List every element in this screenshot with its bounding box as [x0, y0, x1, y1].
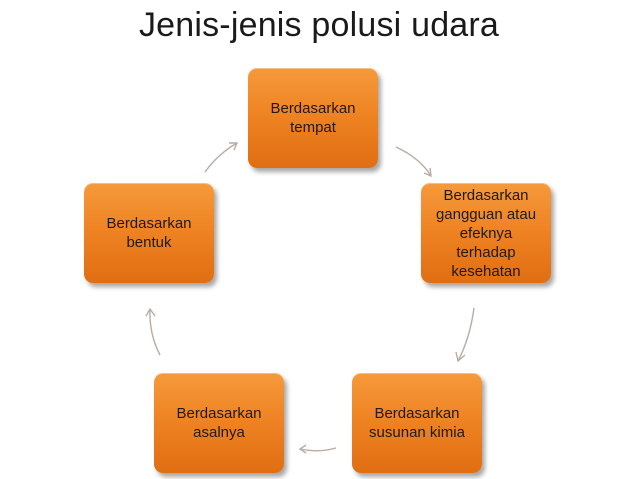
node-label: Berdasarkan asalnya: [176, 405, 262, 441]
arrow-bottom-left-to-left-head: [145, 307, 156, 317]
node-label: Berdasarkan gangguan atau efeknya terhad…: [435, 186, 537, 280]
arrow-top-to-right-head: [423, 167, 432, 178]
node-berdasarkan-asalnya: Berdasarkan asalnya: [154, 373, 284, 473]
node-berdasarkan-bentuk: Berdasarkan bentuk: [84, 183, 214, 283]
diagram-title: Jenis-jenis polusi udara: [138, 6, 500, 44]
node-berdasarkan-tempat: Berdasarkan tempat: [248, 68, 378, 168]
arrow-bottom-right-to-bottom-left: [299, 447, 337, 452]
node-berdasarkan-gangguan: Berdasarkan gangguan atau efeknya terhad…: [421, 183, 551, 283]
node-label: Berdasarkan tempat: [270, 100, 356, 136]
node-berdasarkan-susunan-kimia: Berdasarkan susunan kimia: [352, 373, 482, 473]
arrow-right-to-bottom-right: [457, 307, 475, 362]
node-label: Berdasarkan susunan kimia: [369, 405, 465, 441]
arrow-right-to-bottom-right-head: [455, 351, 466, 363]
arrow-bottom-left-to-left: [149, 308, 161, 356]
arrow-bottom-right-to-bottom-left-head: [298, 444, 307, 454]
arrow-left-to-top: [204, 142, 238, 173]
arrow-top-to-right: [395, 146, 432, 177]
node-label: Berdasarkan bentuk: [106, 215, 192, 251]
arrow-left-to-top-head: [229, 142, 239, 151]
